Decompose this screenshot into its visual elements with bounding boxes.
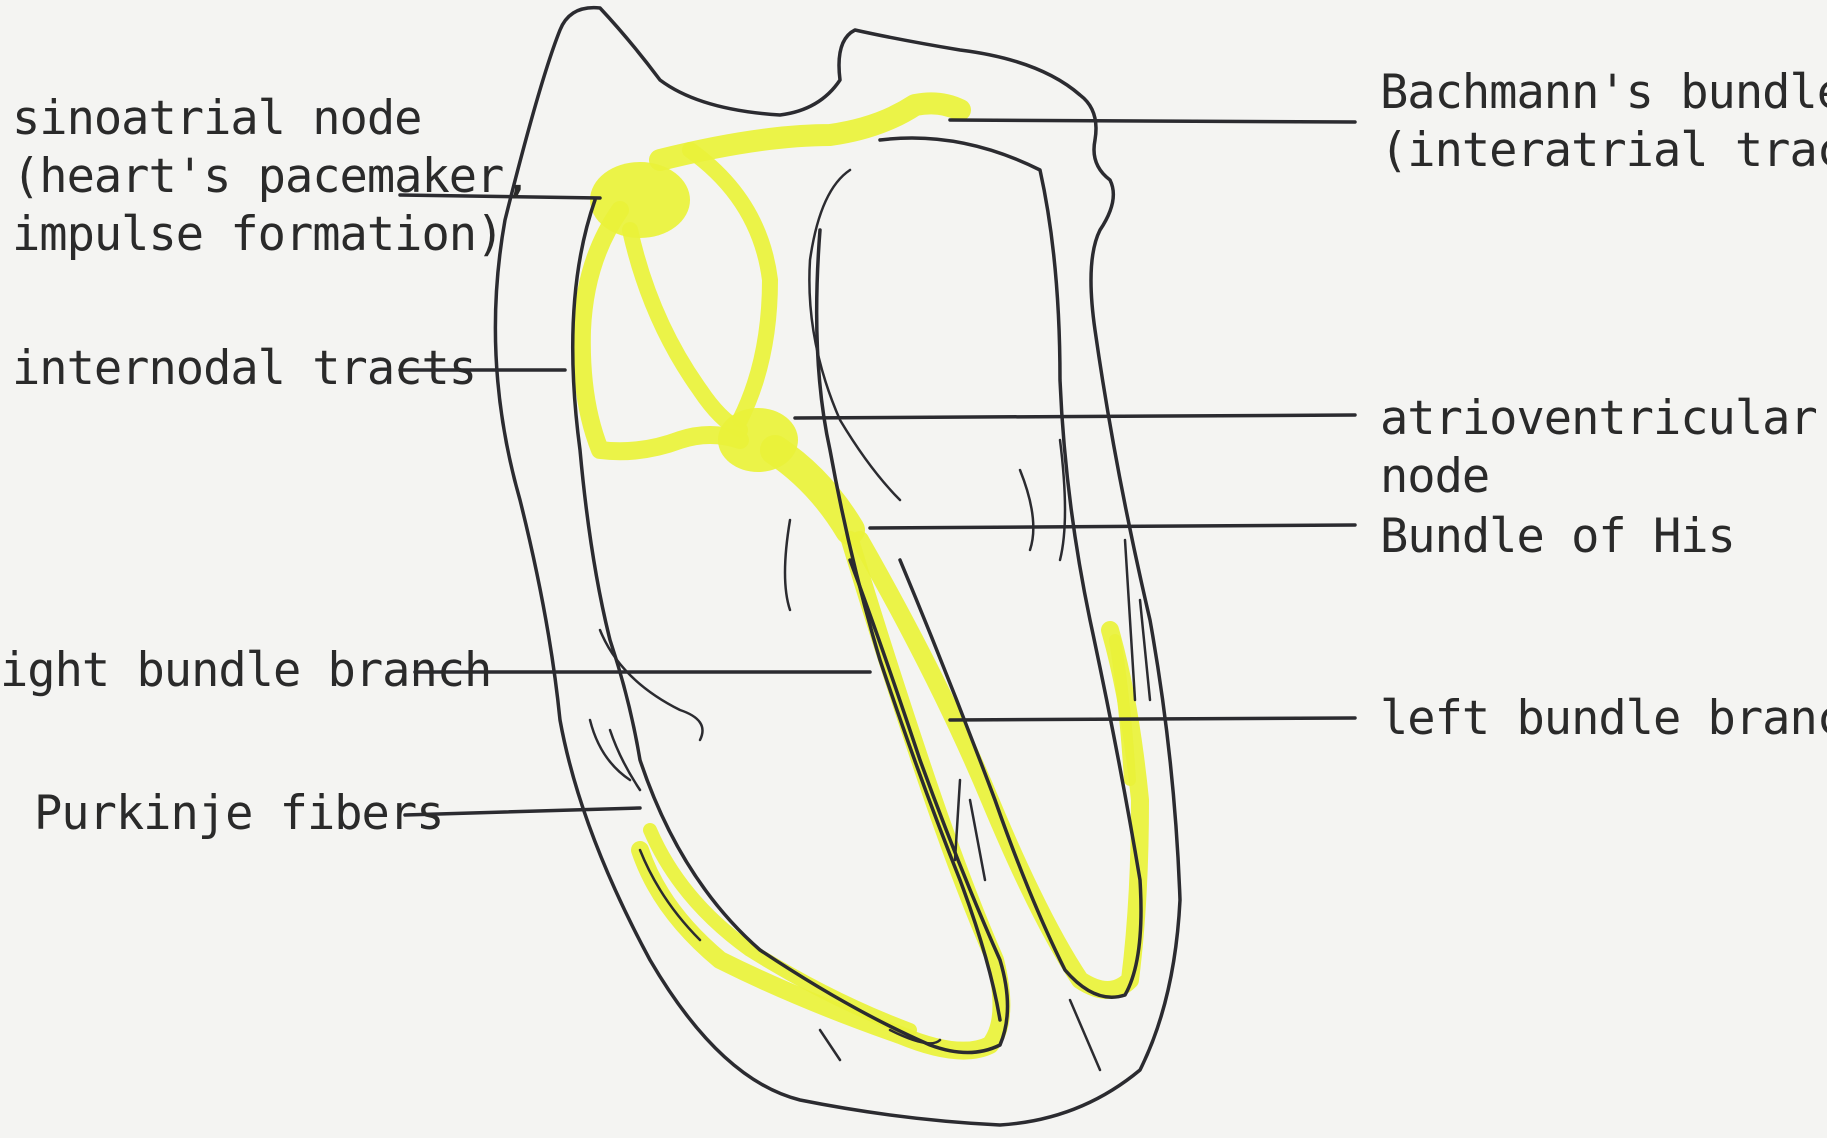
inner-right-ventricle-wall: [573, 200, 1008, 1053]
bachmanns-bundle-leader: [950, 120, 1355, 122]
right-bundle-branch-label: ight bundle branch: [0, 642, 491, 700]
atrial-septum: [809, 170, 900, 500]
bachmanns-bundle-line-1: Bachmann's bundle: [1380, 64, 1827, 122]
left-bundle-branch-leader: [950, 718, 1355, 720]
heart-outline: [495, 8, 1180, 1125]
internodal-tract-middle: [630, 230, 740, 430]
mitral-valve: [1020, 440, 1065, 560]
atrioventricular-node-line-1: atrioventricular: [1380, 390, 1817, 448]
atrioventricular-node-leader: [795, 415, 1355, 418]
bachmanns-bundle-label: Bachmann's bundle (interatrial tract): [1380, 64, 1827, 180]
left-bundle-branch-highlight: [860, 540, 1140, 990]
sinoatrial-node-line-1: sinoatrial node: [12, 90, 531, 148]
atrioventricular-node-line-2: node: [1380, 448, 1817, 506]
leader-lines: [400, 120, 1355, 815]
sinoatrial-node-label: sinoatrial node (heart's pacemaker, impu…: [12, 90, 531, 264]
outer-wall: [495, 8, 1180, 1125]
left-bundle-branch-label: left bundle branch: [1380, 690, 1827, 748]
internodal-tracts-label: internodal tracts: [12, 340, 476, 398]
conduction-system: [582, 103, 1140, 1050]
right-bundle-branch-highlight: [640, 540, 1001, 1051]
bachmanns-bundle-line-2: (interatrial tract): [1380, 122, 1827, 180]
sinoatrial-node-line-2: (heart's pacemaker,: [12, 148, 531, 206]
sinoatrial-node-line-3: impulse formation): [12, 206, 531, 264]
purkinje-fibers-label: Purkinje fibers: [34, 785, 443, 843]
atrioventricular-node-label: atrioventricular node: [1380, 390, 1817, 506]
bundle-of-his-label: Bundle of His: [1380, 508, 1735, 566]
bundle-of-his-leader: [870, 525, 1355, 528]
